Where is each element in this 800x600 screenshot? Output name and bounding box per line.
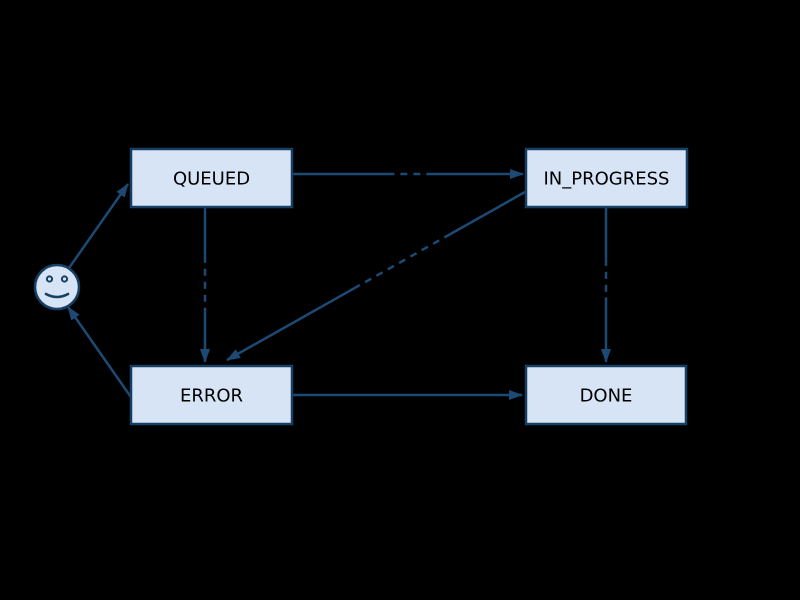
smiley-face-icon xyxy=(33,263,81,311)
state-node-queued xyxy=(129,147,294,209)
state-label-queued: QUEUED xyxy=(173,169,250,190)
state-label-done: DONE xyxy=(580,386,633,407)
state-label-error: ERROR xyxy=(180,386,243,407)
edge-in_progress-to-error-segment xyxy=(449,190,526,236)
edge-error-to-start xyxy=(66,306,135,401)
smiley-smile-icon xyxy=(44,292,70,299)
state-node-error xyxy=(129,364,294,426)
smiley-eye-icon xyxy=(45,275,54,283)
edge-start-to-queued xyxy=(67,183,130,269)
state-node-in_progress xyxy=(524,147,689,209)
edge-in_progress-to-error-hidden-label-gap xyxy=(357,232,452,288)
state-node-done xyxy=(524,364,688,426)
smiley-eye-icon xyxy=(60,275,69,283)
edge-in_progress-to-error-segment xyxy=(226,284,359,362)
state-label-in_progress: IN_PROGRESS xyxy=(544,169,670,190)
